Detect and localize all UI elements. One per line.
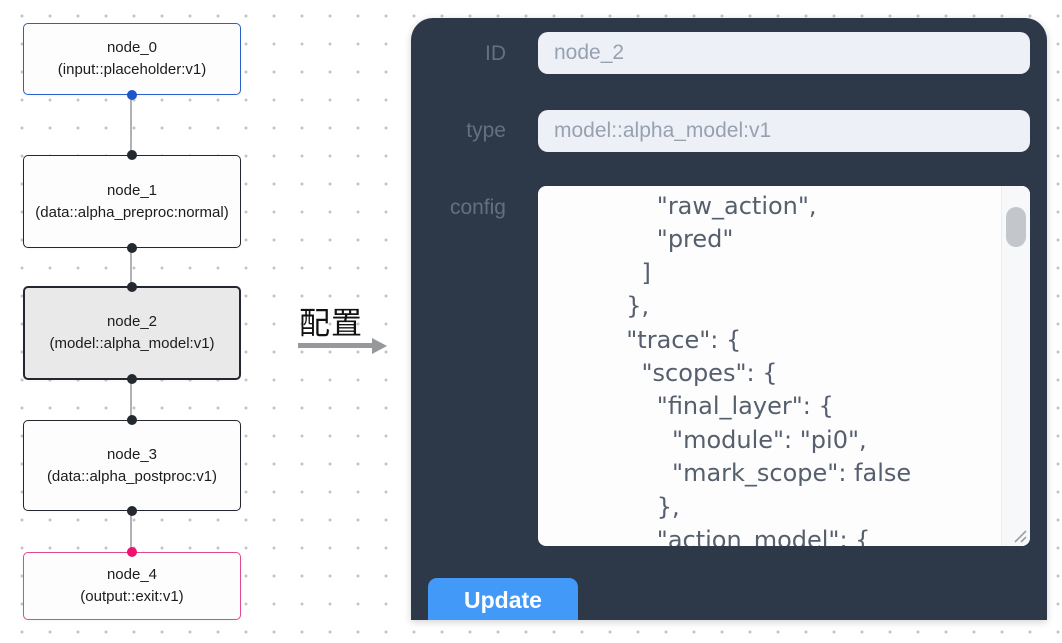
update-button[interactable]: Update bbox=[428, 578, 578, 620]
node-title: node_4 bbox=[106, 566, 158, 583]
target-handle[interactable] bbox=[127, 282, 137, 292]
type-input[interactable] bbox=[538, 110, 1030, 152]
source-handle[interactable] bbox=[127, 90, 137, 100]
target-handle[interactable] bbox=[127, 415, 137, 425]
source-handle[interactable] bbox=[127, 506, 137, 516]
id-input[interactable] bbox=[538, 32, 1030, 74]
target-handle[interactable] bbox=[127, 547, 137, 557]
config-scrollbar[interactable] bbox=[1001, 186, 1030, 546]
resize-handle-icon[interactable] bbox=[1011, 527, 1027, 543]
source-handle[interactable] bbox=[127, 374, 137, 384]
node-title: node_0 bbox=[106, 39, 158, 56]
edge-node1-node2 bbox=[130, 247, 132, 288]
flow-node-node_0[interactable]: node_0 (input::placeholder:v1) bbox=[23, 23, 241, 100]
config-annotation-label: 配置 bbox=[299, 306, 363, 341]
node-config-panel: ID type config "raw_action", "pred" ] },… bbox=[411, 18, 1047, 620]
node-subtitle: (model::alpha_model:v1) bbox=[49, 335, 215, 352]
config-textarea[interactable]: "raw_action", "pred" ] }, "trace": { "sc… bbox=[538, 186, 1030, 546]
id-field-label: ID bbox=[485, 42, 506, 65]
node-title: node_1 bbox=[106, 181, 158, 199]
edge-node0-node1 bbox=[130, 94, 132, 157]
flow-node-node_1[interactable]: node_1 (data::alpha_preproc:normal) bbox=[23, 150, 241, 253]
config-field-label: config bbox=[449, 196, 506, 219]
flow-node-node_2[interactable]: node_2 (model::alpha_model:v1) bbox=[23, 282, 241, 384]
edge-node3-node4 bbox=[130, 510, 132, 554]
flow-node-node_3[interactable]: node_3 (data::alpha_postproc:v1) bbox=[23, 415, 241, 516]
node-title: node_2 bbox=[106, 313, 158, 330]
flow-node-node_4[interactable]: node_4 (output::exit:v1) bbox=[23, 547, 241, 620]
edge-node2-node3 bbox=[130, 379, 132, 422]
config-json-text: "raw_action", "pred" ] }, "trace": { "sc… bbox=[626, 192, 912, 546]
arrow-right-icon bbox=[298, 338, 387, 354]
node-title: node_3 bbox=[106, 445, 158, 463]
target-handle[interactable] bbox=[127, 150, 137, 160]
source-handle[interactable] bbox=[127, 243, 137, 253]
node-subtitle: (data::alpha_postproc:v1) bbox=[46, 467, 218, 485]
node-subtitle: (data::alpha_preproc:normal) bbox=[35, 203, 229, 221]
node-subtitle: (output::exit:v1) bbox=[80, 588, 184, 605]
config-scrollbar-thumb[interactable] bbox=[1006, 207, 1026, 247]
type-field-label: type bbox=[466, 119, 506, 142]
node-subtitle: (input::placeholder:v1) bbox=[57, 61, 207, 78]
